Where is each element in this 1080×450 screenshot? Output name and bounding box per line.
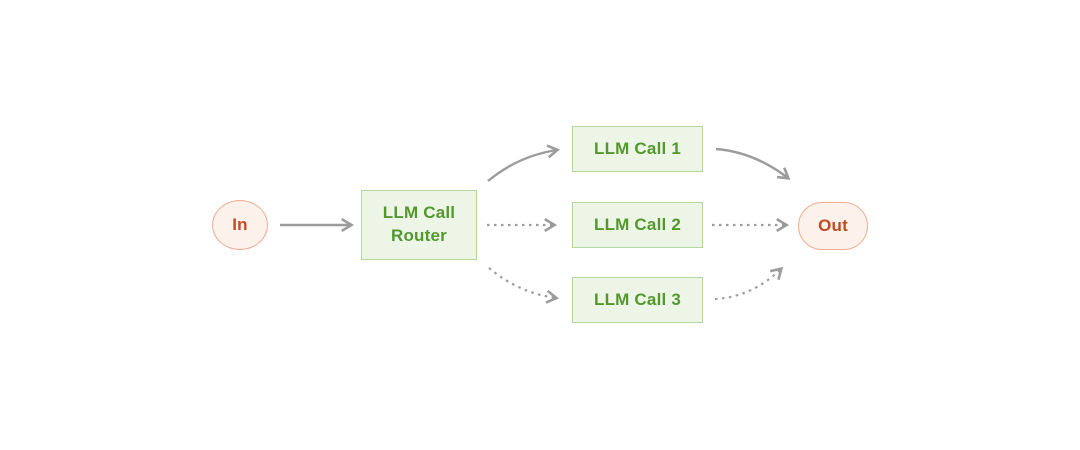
- node-llm-call-1-label: LLM Call 1: [593, 138, 681, 158]
- node-llm-call-router-label: LLM Call Router: [382, 203, 456, 245]
- node-llm-call-3: LLM Call 3: [572, 277, 703, 323]
- node-llm-call-3-label: LLM Call 3: [593, 289, 681, 309]
- node-llm-call-2: LLM Call 2: [572, 202, 703, 248]
- node-out-label: Out: [818, 215, 848, 235]
- node-llm-call-router: LLM Call Router: [361, 190, 477, 260]
- node-llm-call-1: LLM Call 1: [572, 126, 703, 172]
- node-out: Out: [798, 202, 868, 250]
- node-llm-call-2-label: LLM Call 2: [593, 214, 681, 234]
- node-in: In: [212, 200, 268, 250]
- edge-call3-to-out: [714, 269, 781, 301]
- edge-router-to-call1: [487, 150, 557, 182]
- edge-call1-to-out: [715, 147, 788, 178]
- node-in-label: In: [232, 214, 248, 234]
- edge-router-to-call3: [488, 267, 556, 298]
